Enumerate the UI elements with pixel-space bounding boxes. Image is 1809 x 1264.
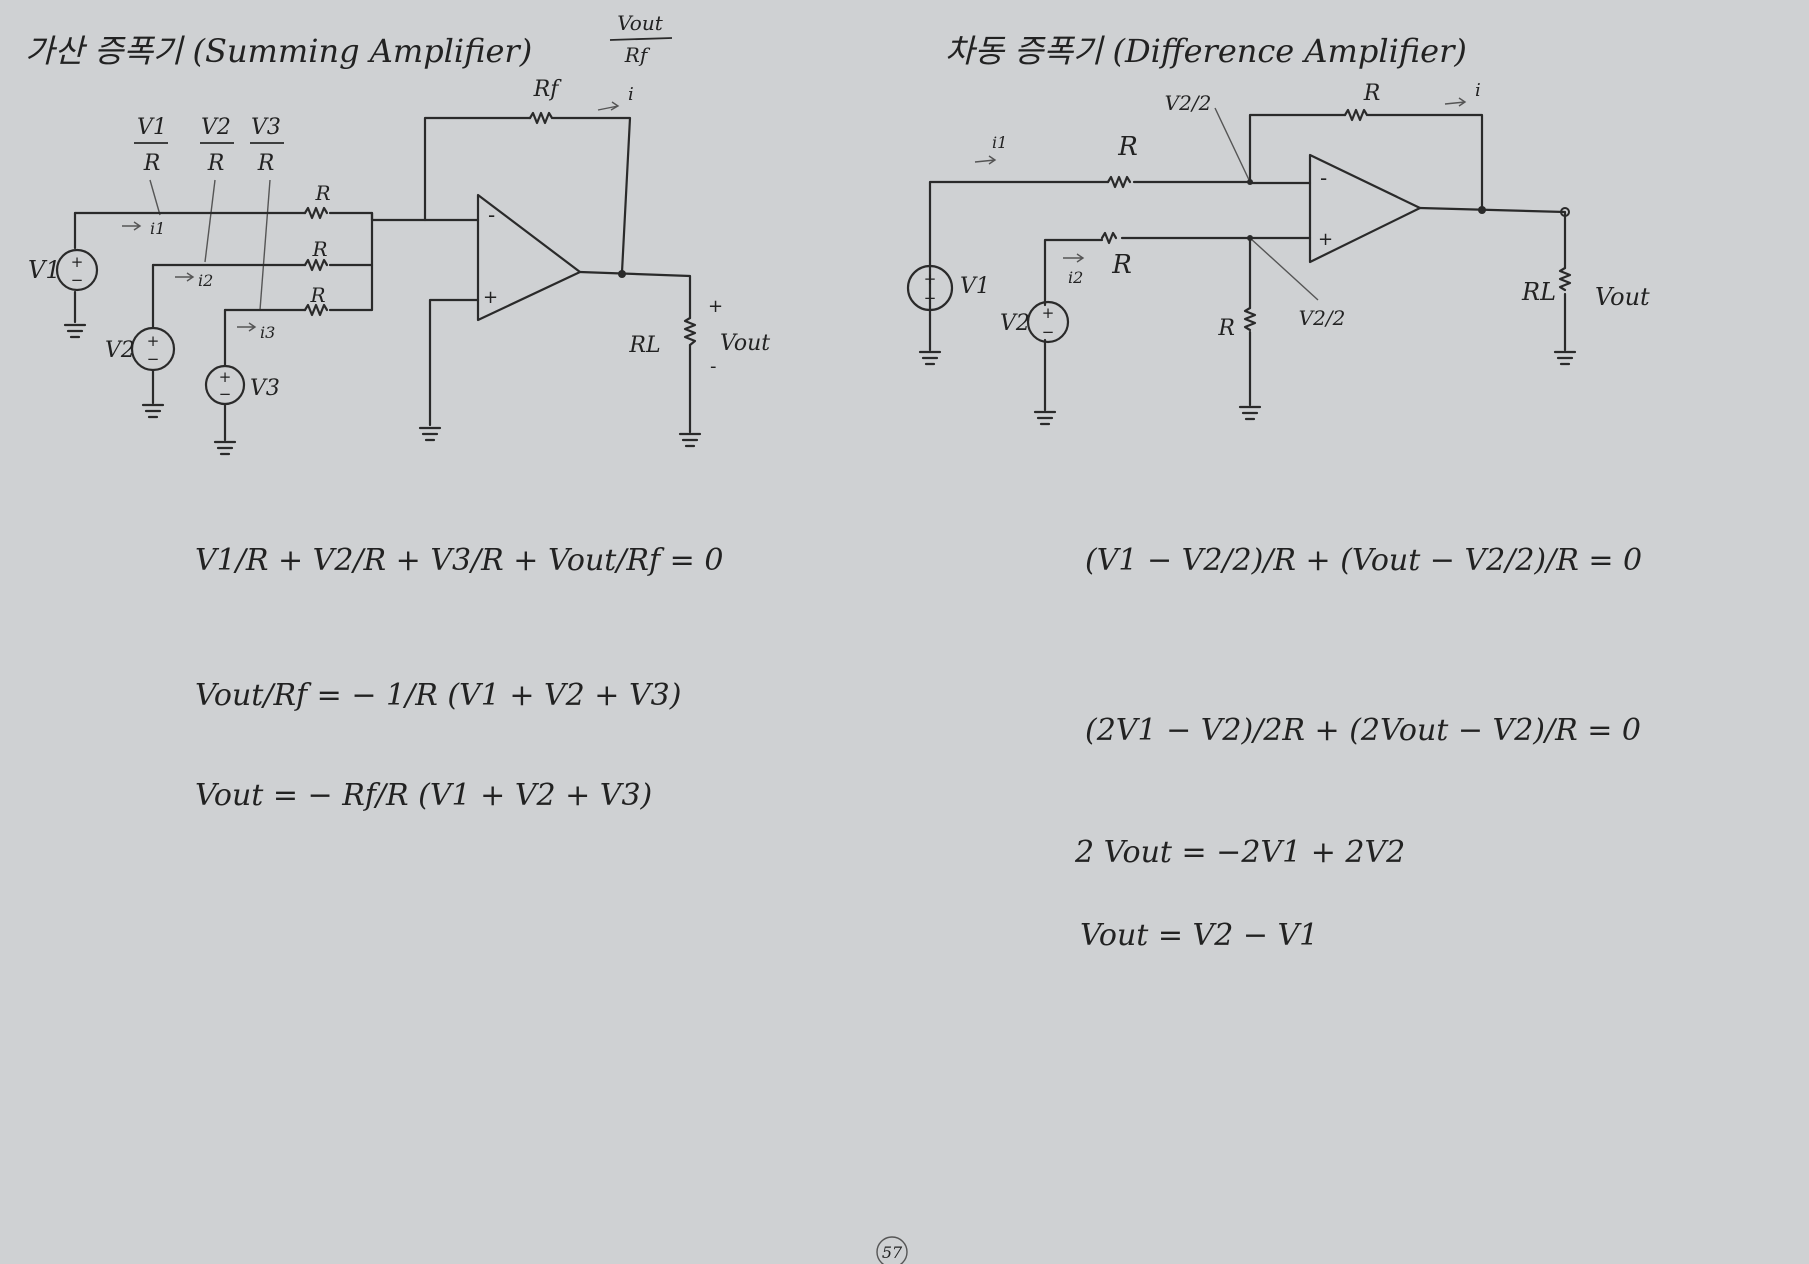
diff-eq-3: 2 Vout = −2V1 + 2V2 <box>1074 835 1405 870</box>
label-i: i <box>628 84 634 105</box>
source-v3: + − V3 <box>204 364 280 406</box>
diff-eq-2: (2V1 − V2)/2R + (2Vout − V2)/R = 0 <box>1085 713 1641 748</box>
label-v3: V3 <box>250 376 280 401</box>
summing-opamp: - + <box>476 193 582 322</box>
resistor-r1 <box>303 206 329 220</box>
diff-label-r-gnd: R <box>1217 316 1235 341</box>
label-r3: R <box>309 283 325 307</box>
diff-label-v1: V1 <box>960 274 990 299</box>
top-fraction: Vout Rf <box>609 11 673 67</box>
svg-text:−: − <box>219 385 232 403</box>
label-r2: R <box>311 237 327 261</box>
opamp-plus-sign: + <box>483 287 498 308</box>
top-fraction-num: Vout <box>617 11 664 35</box>
v2-over-r-den: R <box>207 151 225 176</box>
diff-eq-4: Vout = V2 − V1 <box>1080 918 1318 953</box>
diff-label-i1: i1 <box>992 133 1007 152</box>
diff-label-r-in: R <box>1117 132 1138 162</box>
page-number-text: 57 <box>882 1243 903 1262</box>
resistor-r3 <box>303 303 329 317</box>
resistor-r-plus <box>1100 231 1118 245</box>
vout-plus: + <box>708 296 723 317</box>
diff-opamp-plus: + <box>1318 229 1333 250</box>
diff-label-rl: RL <box>1521 278 1556 306</box>
v1-over-r-den: R <box>143 151 161 176</box>
svg-text:+: + <box>219 368 232 386</box>
svg-text:+: + <box>924 270 937 288</box>
resistor-r-gnd <box>1243 306 1257 332</box>
svg-text:+: + <box>71 253 84 271</box>
label-i2: i2 <box>198 271 213 290</box>
vout-minus: - <box>710 356 717 377</box>
diff-label-v2half-top: V2/2 <box>1165 91 1212 115</box>
page-number: 57 <box>876 1236 908 1264</box>
difference-equations: (V1 − V2/2)/R + (Vout − V2/2)/R = 0 (2V1… <box>1074 543 1642 953</box>
label-rf: Rf <box>533 77 563 102</box>
diff-opamp-minus: - <box>1320 166 1327 190</box>
diff-label-vout: Vout <box>1595 283 1650 311</box>
diff-label-i2: i2 <box>1068 268 1083 287</box>
diff-label-v2half-bot: V2/2 <box>1299 306 1346 330</box>
diff-label-i: i <box>1475 80 1481 101</box>
v3-over-r-num: V3 <box>251 115 281 140</box>
diff-ground-symbols <box>918 350 1577 426</box>
resistor-r-fb <box>1343 108 1369 122</box>
diff-source-v1: + − V1 <box>906 264 990 312</box>
svg-text:−: − <box>71 271 84 289</box>
input-current-labels: V1 R V2 R V3 R <box>134 115 284 176</box>
resistor-rf <box>528 111 554 125</box>
resistor-rl-diff <box>1558 266 1572 292</box>
ground-symbols <box>63 323 702 456</box>
diff-source-v2: + − V2 <box>1000 300 1070 344</box>
summing-title: 가산 증폭기 (Summing Amplifier) <box>25 32 532 70</box>
summing-amplifier: 가산 증폭기 (Summing Amplifier) Vout Rf V1 R … <box>25 11 770 813</box>
v3-over-r-den: R <box>257 151 275 176</box>
source-v2: + − V2 <box>105 326 176 372</box>
diff-label-r-plus: R <box>1111 250 1132 280</box>
v1-over-r-num: V1 <box>137 115 167 140</box>
label-i3: i3 <box>260 323 275 342</box>
diff-eq-1: (V1 − V2/2)/R + (Vout − V2/2)/R = 0 <box>1085 543 1642 578</box>
difference-amplifier: 차동 증폭기 (Difference Amplifier) - + <box>906 32 1650 953</box>
resistor-rl <box>683 316 697 347</box>
summing-eq-1: V1/R + V2/R + V3/R + Vout/Rf = 0 <box>195 543 723 578</box>
svg-text:−: − <box>924 289 937 307</box>
diff-label-r-fb: R <box>1363 81 1381 106</box>
summing-eq-3: Vout = − Rf/R (V1 + V2 + V3) <box>195 778 652 813</box>
difference-opamp: - + <box>1308 153 1422 264</box>
resistor-r-in <box>1106 175 1132 189</box>
label-v2: V2 <box>105 338 135 363</box>
svg-text:+: + <box>1042 304 1055 322</box>
resistor-r2 <box>303 258 329 272</box>
label-rl: RL <box>628 333 660 358</box>
label-i1: i1 <box>150 219 165 238</box>
svg-text:+: + <box>147 332 160 350</box>
difference-title: 차동 증폭기 (Difference Amplifier) <box>945 32 1467 70</box>
source-v1: + − V1 <box>28 248 99 292</box>
diff-label-v2: V2 <box>1000 311 1030 336</box>
svg-text:−: − <box>1042 323 1055 341</box>
label-r1: R <box>314 181 330 205</box>
label-vout: Vout <box>720 331 770 356</box>
label-v1: V1 <box>28 256 61 284</box>
opamp-minus-sign: - <box>488 203 495 227</box>
summing-equations: V1/R + V2/R + V3/R + Vout/Rf = 0 Vout/Rf… <box>195 543 723 813</box>
v2-over-r-num: V2 <box>201 115 231 140</box>
summing-eq-2: Vout/Rf = − 1/R (V1 + V2 + V3) <box>195 678 681 713</box>
svg-text:−: − <box>147 350 160 368</box>
top-fraction-den: Rf <box>624 43 651 67</box>
